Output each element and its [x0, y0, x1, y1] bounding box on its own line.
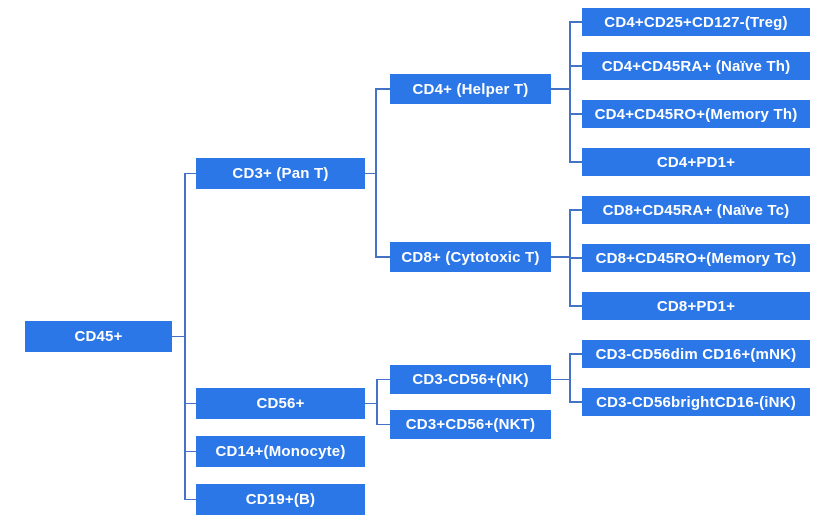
node-memory-tc: CD8+CD45RO+(Memory Tc) [582, 244, 810, 272]
connector-segment-h [185, 402, 196, 405]
connector-segment-v [184, 172, 186, 501]
node-cd45: CD45+ [25, 321, 172, 352]
node-cd19-b: CD19+(B) [196, 484, 365, 515]
node-memory-th: CD4+CD45RO+(Memory Th) [582, 100, 810, 128]
node-cd56: CD56+ [196, 388, 365, 419]
node-naive-th: CD4+CD45RA+ (Naïve Th) [582, 52, 810, 80]
connector-segment-h [570, 353, 582, 355]
connector-segment-h [570, 209, 582, 211]
node-nk: CD3-CD56+(NK) [390, 365, 551, 394]
connector-segment-h [570, 257, 582, 259]
connector-segment-h [551, 256, 570, 258]
node-cd8-cytotoxic-t: CD8+ (Cytotoxic T) [390, 242, 551, 272]
connector-segment-h [185, 172, 196, 175]
node-cd4-pd1: CD4+PD1+ [582, 148, 810, 176]
node-cd3-pan-t: CD3+ (Pan T) [196, 158, 365, 189]
connector-segment-h [185, 450, 196, 453]
connector-segment-h [376, 256, 390, 258]
node-treg: CD4+CD25+CD127-(Treg) [582, 8, 810, 36]
node-mnk: CD3-CD56dim CD16+(mNK) [582, 340, 810, 368]
connector-segment-h [570, 65, 582, 67]
connector-segment-h [570, 161, 582, 163]
connector-segment-h [376, 88, 390, 90]
connector-segment-h [570, 21, 582, 23]
connector-segment-h [377, 378, 390, 381]
connector-segment-v [376, 378, 378, 426]
node-cd14-monocyte: CD14+(Monocyte) [196, 436, 365, 467]
connector-segment-h [551, 88, 570, 90]
connector-segment-h [185, 498, 196, 501]
node-naive-tc: CD8+CD45RA+ (Naïve Tc) [582, 196, 810, 224]
node-cd8-pd1: CD8+PD1+ [582, 292, 810, 320]
connector-segment-h [377, 423, 390, 426]
connector-segment-v [375, 88, 377, 259]
connector-segment-h [365, 172, 376, 175]
connector-segment-h [551, 378, 570, 381]
connector-segment-v [569, 353, 571, 403]
connector-segment-h [570, 305, 582, 307]
connector-segment-h [570, 113, 582, 115]
connector-segment-h [365, 402, 377, 405]
connector-segment-h [172, 335, 185, 338]
node-cd4-helper-t: CD4+ (Helper T) [390, 74, 551, 104]
node-nkt: CD3+CD56+(NKT) [390, 410, 551, 439]
connector-segment-h [570, 401, 582, 403]
connector-segment-v [569, 21, 571, 163]
node-ink: CD3-CD56brightCD16-(iNK) [582, 388, 810, 416]
